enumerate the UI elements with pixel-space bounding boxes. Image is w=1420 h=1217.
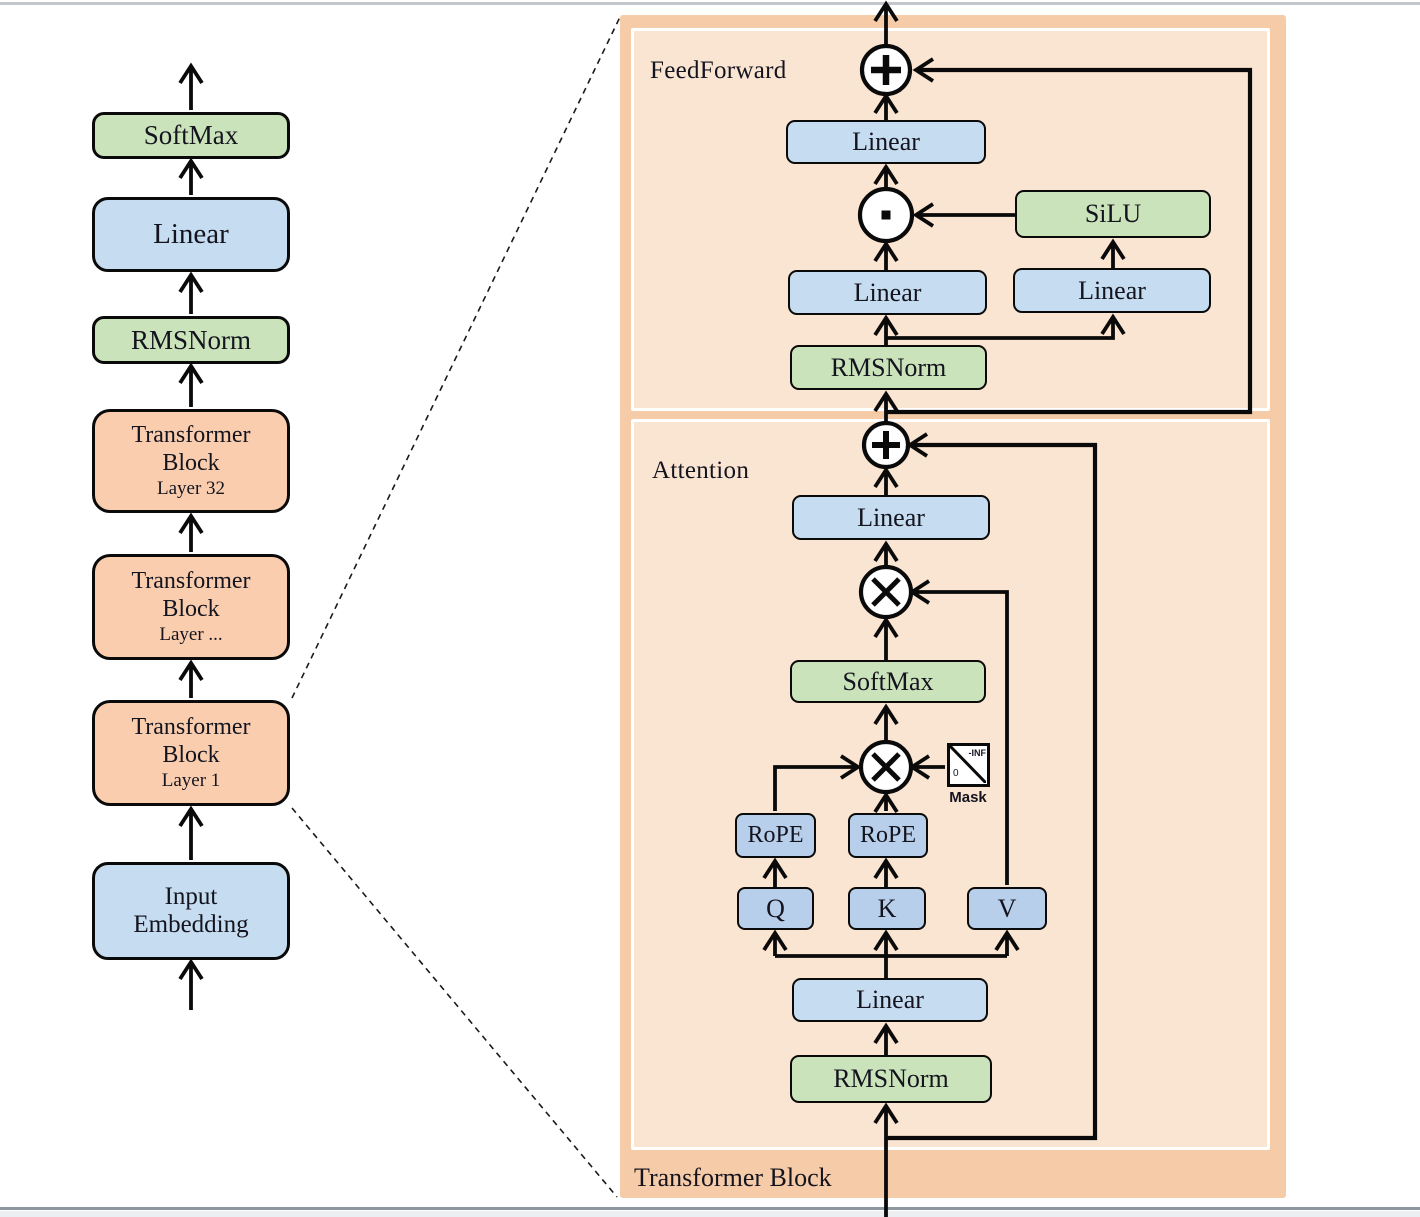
feedforward-arrows xyxy=(873,0,1253,421)
qkv-branch-lines xyxy=(762,929,1020,978)
block-sublabel: Layer 1 xyxy=(161,770,221,792)
box-label: V xyxy=(997,893,1017,923)
box-label: Linear xyxy=(853,277,922,307)
elementwise-product-icon xyxy=(857,186,915,244)
mask-diagonal xyxy=(950,746,986,783)
block-label: Transformer Block xyxy=(131,568,251,622)
box-label: Q xyxy=(766,893,785,923)
k-box: K xyxy=(848,887,926,930)
feedforward-label: FeedForward xyxy=(650,57,787,84)
q-box: Q xyxy=(737,887,814,930)
block-label: RMSNorm xyxy=(130,324,252,355)
block-label: Linear xyxy=(153,218,229,251)
block-label: Input Embedding xyxy=(133,883,249,938)
qk-matmul-icon xyxy=(858,739,914,795)
box-label: RMSNorm xyxy=(830,352,947,382)
score-v-matmul-icon xyxy=(858,564,914,620)
block-sublabel: Layer ... xyxy=(159,624,223,646)
expansion-dashed-line-bottom xyxy=(291,807,618,1198)
bottom-border-line xyxy=(0,1207,1420,1210)
block-sublabel: Layer 32 xyxy=(156,478,226,500)
box-label: SoftMax xyxy=(842,666,934,696)
expansion-dashed-line-top xyxy=(291,16,621,699)
box-label: RoPE xyxy=(747,822,804,849)
mask-zero-label: 0 xyxy=(953,768,959,779)
attn-rmsnorm-box: RMSNorm xyxy=(790,1055,992,1103)
rope-k-box: RoPE xyxy=(848,813,928,858)
left-block-transformer-dots: Transformer Block Layer ... xyxy=(92,554,290,660)
block-label: Transformer Block xyxy=(131,422,251,476)
box-label: RMSNorm xyxy=(833,1064,949,1094)
box-label: Linear xyxy=(852,127,920,157)
attn-linear-out-box: Linear xyxy=(792,495,990,540)
q-path-line xyxy=(773,754,862,811)
mask-neg-inf-label: -INF xyxy=(968,748,987,758)
feedforward-residual-line xyxy=(886,67,1253,415)
attention-label: Attention xyxy=(652,457,750,484)
left-block-softmax: SoftMax xyxy=(92,112,290,159)
mask-arrow-line xyxy=(908,754,945,780)
attn-softmax-box: SoftMax xyxy=(790,660,986,703)
attention-add-icon xyxy=(861,420,911,470)
bottom-border-shade xyxy=(0,1211,1420,1217)
box-label: Linear xyxy=(1078,275,1146,305)
box-label: SiLU xyxy=(1084,199,1142,229)
left-block-linear: Linear xyxy=(92,197,290,272)
mask-label: Mask xyxy=(949,789,987,806)
ff-linear-up-box: Linear xyxy=(1013,268,1211,313)
transformer-block-title: Transformer Block xyxy=(634,1163,832,1192)
left-block-input-embedding: Input Embedding xyxy=(92,862,290,960)
block-input-arrow xyxy=(873,1102,899,1217)
ff-rmsnorm-box: RMSNorm xyxy=(790,345,987,390)
box-label: K xyxy=(877,893,897,923)
ff-linear-out-box: Linear xyxy=(786,120,986,164)
left-block-transformer-32: Transformer Block Layer 32 xyxy=(92,409,290,513)
block-label: Transformer Block xyxy=(131,714,251,768)
left-block-transformer-1: Transformer Block Layer 1 xyxy=(92,700,290,806)
rope-q-box: RoPE xyxy=(735,813,816,858)
box-label: RoPE xyxy=(859,822,916,849)
ff-linear-gate-box: Linear xyxy=(788,270,987,315)
left-column-arrows xyxy=(178,62,204,1010)
causal-mask-icon: -INF 0 xyxy=(947,743,990,787)
ff-silu-box: SiLU xyxy=(1015,190,1211,238)
top-border-line xyxy=(0,2,1420,5)
attn-linear-qkv-box: Linear xyxy=(792,978,988,1022)
v-box: V xyxy=(967,887,1047,930)
box-label: Linear xyxy=(857,502,925,532)
attention-residual-line xyxy=(886,442,1098,1141)
left-block-rmsnorm: RMSNorm xyxy=(92,316,290,364)
feedforward-add-icon xyxy=(859,43,913,97)
box-label: Linear xyxy=(856,985,924,1015)
block-label: SoftMax xyxy=(143,120,239,151)
